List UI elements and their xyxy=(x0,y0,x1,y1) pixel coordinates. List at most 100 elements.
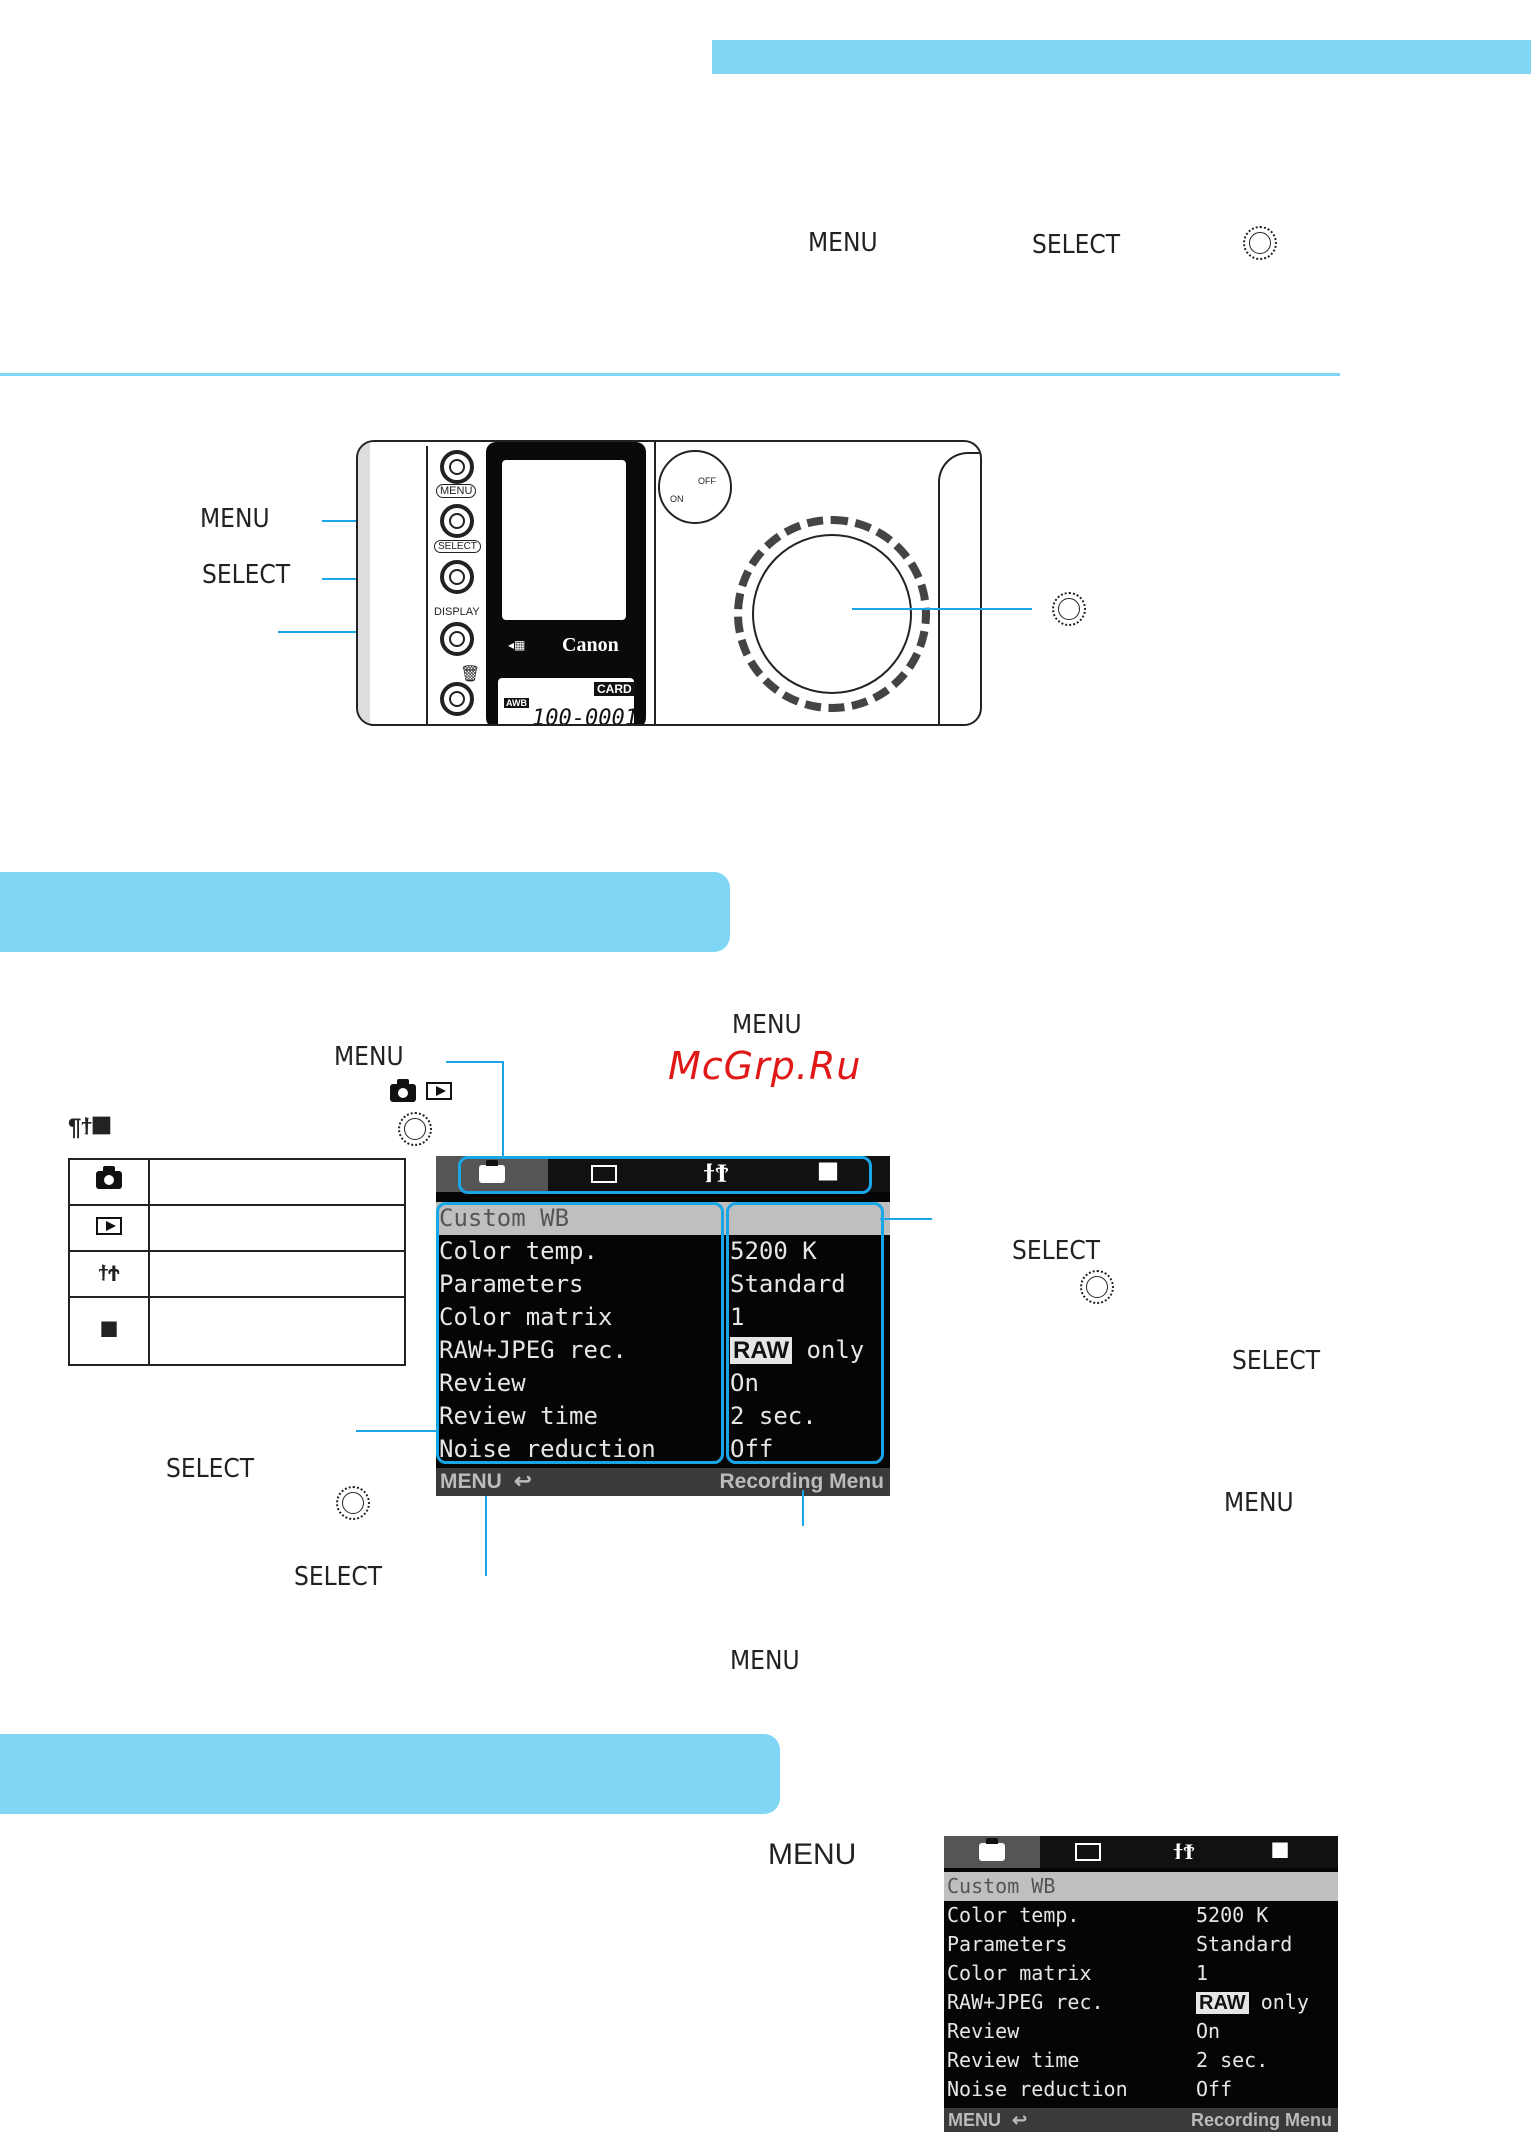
camera-tab-icon[interactable] xyxy=(436,1156,548,1192)
values-callout-line xyxy=(880,1218,932,1220)
footer-back-label-small: MENU xyxy=(948,2110,1001,2130)
menu-item[interactable]: Color temp.5200 K xyxy=(944,1901,1338,1930)
footer-menu-name-small: Recording Menu xyxy=(1190,2110,1332,2130)
menu-item-value: 5200 K xyxy=(1196,1901,1268,1930)
menu-item[interactable]: Parameters Standard xyxy=(944,1930,1338,1959)
wb-icon: ◂▦ xyxy=(508,638,526,652)
menu-item-value: 1 xyxy=(1196,1959,1208,1988)
card-indicator: CARD xyxy=(594,682,635,696)
tools-tab-icon-small[interactable]: ϯϮ xyxy=(1173,1840,1195,1865)
footer-back-label: MENU xyxy=(440,1470,502,1493)
menu-item-label: RAW+JPEG rec. xyxy=(947,1990,1104,2014)
menu-item-label: Review time xyxy=(947,2048,1080,2072)
menu-footer: MENU ↩ Recording Menu xyxy=(436,1468,890,1496)
frame-counter: 100-0001 xyxy=(532,706,638,726)
right-select-label-1: SELECT xyxy=(1012,1236,1101,1266)
tab-callout-line-h xyxy=(446,1061,504,1063)
legend-playback-icon xyxy=(68,1204,150,1252)
select-button[interactable] xyxy=(440,560,474,594)
erase-button[interactable] xyxy=(440,682,474,716)
menu-button[interactable] xyxy=(440,504,474,538)
menu-item-value-text: On xyxy=(1196,2019,1221,2043)
menu-item-value: Standard xyxy=(730,1268,846,1301)
menu-item-value: On xyxy=(730,1367,759,1400)
menu-item-label: Parameters xyxy=(947,1932,1068,1956)
menu-item-label: Custom WB xyxy=(947,1874,1056,1898)
menu-item[interactable]: Custom WB xyxy=(944,1872,1338,1901)
menu-item-label: Parameters xyxy=(439,1270,584,1298)
menu-item[interactable]: Parameters Standard xyxy=(436,1268,890,1301)
body-divider xyxy=(654,442,656,724)
tab-callout-line-v xyxy=(502,1061,504,1157)
legend-tools-icon: ϯϮ xyxy=(68,1250,150,1298)
section-heading-bar-1 xyxy=(0,872,730,952)
left-select-label-1: SELECT xyxy=(166,1454,255,1484)
tools-custom-label-icon: ¶ϯ⯀ xyxy=(68,1114,112,1141)
menu-item-label: Noise reduction xyxy=(439,1435,656,1463)
raw-badge: RAW xyxy=(1196,1992,1249,2014)
menu-footer-small: MENU ↩ Recording Menu xyxy=(944,2108,1338,2132)
menu-item[interactable]: RAW+JPEG rec.RAW only xyxy=(436,1334,890,1367)
menu-item[interactable]: RAW+JPEG rec.RAW only xyxy=(944,1988,1338,2017)
tab-menu-label: MENU xyxy=(334,1042,404,1072)
playback-tab-icon[interactable] xyxy=(548,1156,660,1192)
menu-item-value-text: Standard xyxy=(730,1270,846,1298)
button-panel xyxy=(426,446,486,724)
custom-tab-icon-small[interactable]: ⯀ xyxy=(1271,1839,1289,1865)
display-button[interactable] xyxy=(440,622,474,656)
quick-control-dial[interactable] xyxy=(734,516,930,712)
playback-tab-label-icon xyxy=(426,1082,452,1105)
tools-tab-icon[interactable]: ϯϮ xyxy=(703,1159,729,1189)
left-select-label-2: SELECT xyxy=(294,1562,383,1592)
intro-menu-label: MENU xyxy=(808,228,878,258)
footer-menu-name: Recording Menu xyxy=(719,1470,884,1493)
menu-item[interactable]: Color temp.5200 K xyxy=(436,1235,890,1268)
menu-item-value-text: Off xyxy=(1196,2077,1233,2101)
legend-custom-icon: ⯀ xyxy=(68,1296,150,1366)
menu-item[interactable]: Noise reduction Off xyxy=(436,1433,890,1466)
menu-item[interactable]: Review On xyxy=(944,2017,1338,2046)
footer-right-callout-line xyxy=(802,1490,804,1526)
power-switch[interactable] xyxy=(658,450,732,524)
watermark: McGrp.Ru xyxy=(668,1044,862,1088)
top-button[interactable] xyxy=(440,450,474,484)
menu-item-value-text: 1 xyxy=(1196,1961,1209,1985)
menu-item-value-text: 5200 K xyxy=(1196,1903,1269,1927)
menu-item-value: Off xyxy=(730,1433,773,1466)
camera-tab-label-icon xyxy=(390,1079,416,1107)
right-menu-label: MENU xyxy=(1224,1488,1294,1518)
intro-select-label: SELECT xyxy=(1032,230,1121,260)
menu-item-value-text: 2 sec. xyxy=(1196,2048,1269,2072)
menu-open-label: MENU xyxy=(732,1010,802,1040)
header-bar xyxy=(712,40,1531,74)
custom-tab-icon[interactable]: ⯀ xyxy=(817,1158,839,1189)
menu-item[interactable]: Review time 2 sec. xyxy=(944,2046,1338,2075)
canon-logo: Canon xyxy=(562,634,619,656)
menu-item-label: RAW+JPEG rec. xyxy=(439,1336,627,1364)
back-arrow-icon-small: ↩ xyxy=(1012,2110,1028,2130)
dial-callout-icon xyxy=(1052,592,1086,626)
menu-item-value-text: 2 sec. xyxy=(730,1402,817,1430)
tab-dial-icon xyxy=(398,1112,432,1146)
playback-tab-icon-small[interactable] xyxy=(1040,1836,1136,1868)
menu-item-label: Color temp. xyxy=(439,1237,598,1265)
menu-item-value: Standard xyxy=(1196,1930,1292,1959)
menu-item-value-text: only xyxy=(806,1336,865,1364)
dial-center xyxy=(752,534,912,694)
main-dial-icon xyxy=(1243,226,1277,260)
menu-item-label: Review xyxy=(947,2019,1020,2043)
menu-item-value: 1 xyxy=(730,1301,744,1334)
menu-item[interactable]: Custom WB xyxy=(436,1202,890,1235)
legend-camera-icon xyxy=(68,1158,150,1206)
body-right-edge xyxy=(938,452,980,724)
menu-item-value-text: 1 xyxy=(730,1303,745,1331)
camera-left-edge xyxy=(358,442,370,724)
camera-tab-icon-small[interactable] xyxy=(944,1836,1040,1868)
tab-outline xyxy=(458,1156,872,1194)
